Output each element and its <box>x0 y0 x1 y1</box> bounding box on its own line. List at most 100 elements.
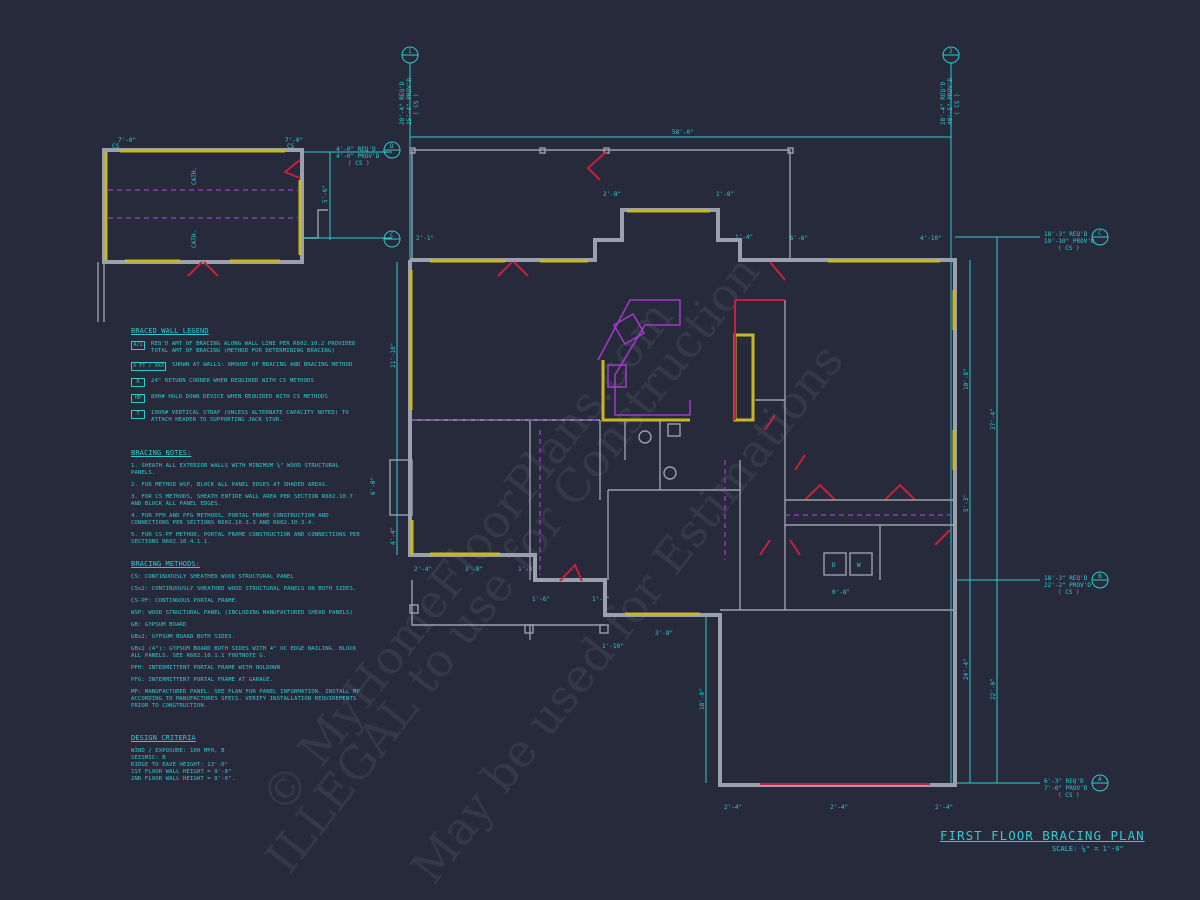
label-cath: CATH. <box>191 167 198 185</box>
svg-text:1'-8": 1'-8" <box>716 191 734 198</box>
svg-text:( CS ): ( CS ) <box>954 93 961 115</box>
method: GB: GYPSUM BOARD <box>131 622 187 628</box>
drawing-title: FIRST FLOOR BRACING PLAN <box>940 828 1145 843</box>
note: 1. SHEATH ALL EXTERIOR WALLS WITH MINIMU… <box>131 463 340 476</box>
bracing-methods: BRACING METHODS: CS: CONTINUOUSLY SHEATH… <box>131 560 360 710</box>
svg-text:21'-10": 21'-10" <box>390 343 397 368</box>
svg-text:D: D <box>390 143 394 150</box>
criteria-item: RIDGE TO EAVE HEIGHT: 13'-0" <box>131 762 229 768</box>
svg-text:6'-6": 6'-6" <box>790 235 808 242</box>
dim-detached-left: 7'-0" <box>118 137 136 144</box>
svg-text:1'-2": 1'-2" <box>592 596 610 603</box>
svg-text:4'-0" PROV'D: 4'-0" PROV'D <box>336 153 380 160</box>
detached-structure: 7'-0" CS 7'-0" CS CATH. CATH. 5'-6" <box>97 137 392 322</box>
grid-line-b: B 18'-3" REQ'D 22'-2" PROV'D ( CS ) <box>955 571 1109 596</box>
tag-cs: CS <box>112 143 120 150</box>
note: 2. FOR METHOD WSP, BLOCK ALL PANEL EDGES… <box>131 482 329 488</box>
svg-text:( CS ): ( CS ) <box>1058 589 1080 596</box>
criteria-item: 1ST FLOOR WALL HEIGHT = 9'-0" <box>131 769 232 775</box>
grid-line-1: 1 28'-4" REQ'D 25'-4" PROV'D ( CS ) <box>399 46 420 260</box>
label-cath: CATH. <box>191 230 198 248</box>
dim-overall: 58'-0" <box>672 129 694 136</box>
svg-text:22'-2" PROV'D: 22'-2" PROV'D <box>1044 582 1091 589</box>
svg-text:18'-3" REQ'D: 18'-3" REQ'D <box>1044 575 1088 582</box>
svg-text:( CS ): ( CS ) <box>1058 792 1080 799</box>
method: GBx2 (4"): GYPSUM BOARD BOTH SIDES WITH … <box>131 646 357 659</box>
svg-text:22'-0": 22'-0" <box>990 678 997 700</box>
wall-line-bubble-icon: A/1 <box>131 341 145 350</box>
svg-text:18'-0": 18'-0" <box>699 688 706 710</box>
rear-porch <box>409 147 794 260</box>
note: 3. FOR CS METHODS, SHEATH ENTIRE WALL AR… <box>131 494 353 507</box>
svg-text:6'-3" REQ'D: 6'-3" REQ'D <box>1044 778 1084 785</box>
method: CS-PF: CONTINUOUS PORTAL FRAME. <box>131 598 239 604</box>
svg-text:6'-0": 6'-0" <box>370 477 377 495</box>
svg-text:18'-3" REQ'D: 18'-3" REQ'D <box>1044 231 1088 238</box>
svg-text:( CS ): ( CS ) <box>413 93 420 115</box>
svg-text:2'-4": 2'-4" <box>724 804 742 811</box>
svg-text:2: 2 <box>949 48 953 55</box>
svg-text:3'-8": 3'-8" <box>655 630 673 637</box>
dryer-label: D <box>832 562 836 569</box>
method: PFG: INTERMITTENT PORTAL FRAME AT GARAGE… <box>131 677 274 683</box>
svg-text:C: C <box>390 232 394 239</box>
method: CS: CONTINUOUSLY SHEATHED WOOD STRUCTURA… <box>131 574 294 580</box>
criteria-item: 2ND FLOOR WALL HEIGHT = 8'-0". <box>131 776 236 782</box>
strap-icon: T <box>131 410 145 419</box>
method: WSP: WOOD STRUCTURAL PANEL (INCLUDING MA… <box>131 610 353 616</box>
drawing-scale: SCALE: ¼" = 1'-0" <box>1052 845 1124 853</box>
svg-text:C: C <box>1098 230 1102 237</box>
dim-detached-right: 7'-0" <box>285 137 303 144</box>
grid-line-c: C 18'-3" REQ'D 19'-10" PROV'D ( CS ) <box>955 228 1109 252</box>
dim-detached-side: 5'-6" <box>322 185 329 203</box>
grid-line-c-left: C <box>383 230 401 248</box>
svg-text:( CS ): ( CS ) <box>1058 245 1080 252</box>
note: 4. FOR PFH AND PFG METHODS, PORTAL FRAME… <box>131 513 329 526</box>
svg-text:37'-4": 37'-4" <box>990 408 997 430</box>
criteria-item: SEISMIC: B <box>131 755 166 761</box>
exterior-walls <box>408 208 957 787</box>
method: CSx2: CONTINUOUSLY SHEATHED WOOD STRUCTU… <box>131 586 357 592</box>
method: MP: MANUFACTURED PANEL. SEE PLAN FOR PAN… <box>131 689 360 709</box>
note: 5. FOR CS-PF METHOD, PORTAL FRAME CONSTR… <box>131 532 360 545</box>
svg-text:5'-3": 5'-3" <box>963 494 970 512</box>
svg-text:7'-0" PROV'D: 7'-0" PROV'D <box>1044 785 1088 792</box>
return-corner-icon: R <box>131 378 145 387</box>
kitchen-and-stairs <box>412 299 955 575</box>
svg-text:25'-4" PROV'D: 25'-4" PROV'D <box>406 78 413 125</box>
dimensions: 58'-0" 37'-4" 22'-0" 24'-4" 10'-8" 5'-3"… <box>370 129 998 811</box>
svg-text:B: B <box>1098 573 1102 580</box>
svg-text:19'-10" PROV'D: 19'-10" PROV'D <box>1044 238 1095 245</box>
svg-text:1'-10": 1'-10" <box>602 643 624 650</box>
svg-text:28'-4" REQ'D: 28'-4" REQ'D <box>940 81 947 125</box>
svg-text:1'-8": 1'-8" <box>518 566 536 573</box>
svg-text:24'-4": 24'-4" <box>963 658 970 680</box>
svg-text:2'-4": 2'-4" <box>414 566 432 573</box>
method: GBx2: GYPSUM BOARD BOTH SIDES. <box>131 634 236 640</box>
interior-walls: D W <box>389 300 955 611</box>
svg-text:2'-1": 2'-1" <box>416 235 434 242</box>
svg-text:A: A <box>1098 776 1102 783</box>
grid-line-d: D 4'-0" REQ'D 4'-0" PROV'D ( CS ) <box>336 141 401 167</box>
svg-text:10'-8": 10'-8" <box>963 368 970 390</box>
svg-text:4'-4": 4'-4" <box>390 527 397 545</box>
svg-text:2'-4": 2'-4" <box>935 804 953 811</box>
grid-line-a: A 6'-3" REQ'D 7'-0" PROV'D ( CS ) <box>955 774 1109 799</box>
design-criteria: DESIGN CRITERIA WIND / EXPOSURE: 100 MPH… <box>131 735 361 783</box>
svg-text:2'-4": 2'-4" <box>830 804 848 811</box>
svg-text:1'-6": 1'-6" <box>532 596 550 603</box>
svg-text:0'-8": 0'-8" <box>832 589 850 596</box>
tag-cs: CS <box>287 143 295 150</box>
bracing-notes: BRACING NOTES: 1. SHEATH ALL EXTERIOR WA… <box>131 449 360 546</box>
bracing-amount-icon: X FT / XXX <box>131 362 167 371</box>
washer-label: W <box>857 562 861 569</box>
hold-down-icon: HD <box>131 394 145 403</box>
svg-text:1'-4": 1'-4" <box>735 234 753 241</box>
